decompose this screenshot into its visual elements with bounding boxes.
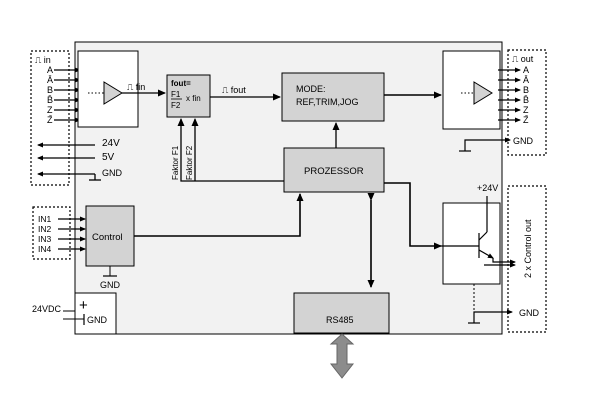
output-pin-label: Ā [523, 75, 529, 85]
input-connector [30, 50, 70, 186]
control-out-driver-block [442, 202, 501, 285]
input-pin-label: B [47, 85, 53, 95]
supply-plus: + [79, 297, 88, 314]
rs485-bus-arrow [329, 333, 355, 379]
faktor-wires [177, 118, 284, 182]
control-input-label: IN3 [38, 234, 52, 244]
control-input-label: IN4 [38, 244, 52, 254]
input-pin-label: A [47, 65, 53, 75]
input-pin-label: Z [47, 105, 53, 115]
supply-label: 24VDC [32, 304, 62, 314]
control-label: Control [92, 232, 123, 243]
control-block [85, 205, 135, 267]
power-5v-label: 5V [102, 152, 115, 163]
rs485-block [293, 292, 390, 334]
supply-block [74, 292, 117, 335]
control-out-label: 2 x Control out [523, 219, 533, 278]
output-pin-label: A [523, 65, 529, 75]
faktor-f1-label: Faktor F1 [171, 145, 180, 180]
processor-block [283, 147, 385, 193]
output-connector-label: ⎍ out [512, 54, 534, 64]
control-gnd-label: GND [100, 280, 121, 290]
output-pin-wires [498, 67, 521, 123]
output-pin-label: Z [523, 105, 529, 115]
output-pin-label: Z̄ [523, 115, 529, 125]
multiplier-f2-label: F2 [171, 101, 181, 110]
output-gnd-label: GND [513, 136, 534, 146]
input-pins: A Ā B B̄ Z Z̄ [47, 65, 53, 125]
control-input-label: IN2 [38, 224, 52, 234]
power-wires [37, 142, 101, 181]
input-amplifier-icon [103, 81, 123, 105]
output-pin-label: B̄ [523, 95, 529, 105]
transistor-icon [441, 196, 494, 259]
input-pin-label: Z̄ [47, 115, 53, 125]
rs485-label: RS485 [326, 315, 354, 325]
control-out-v24-label: +24V [477, 183, 498, 193]
multiplier-fin-label: x fin [186, 94, 201, 103]
input-connector-label: ⎍ in [35, 55, 51, 65]
control-out-gnd-label: GND [519, 308, 540, 318]
fin-label: ⎍ fin [127, 82, 145, 92]
mode-title: MODE: [296, 84, 326, 94]
control-out-connector [507, 185, 547, 333]
power-gnd-label: GND [102, 168, 123, 178]
faktor-f2-label: Faktor F2 [185, 145, 194, 180]
fout-label: ⎍ fout [222, 85, 246, 95]
multiplier-formula-label: fout= [171, 79, 191, 88]
input-pin-label: Ā [47, 75, 53, 85]
processor-label: PROZESSOR [304, 166, 364, 177]
output-amplifier-icon [473, 81, 493, 105]
output-driver-block [442, 50, 501, 130]
output-connector [507, 49, 547, 156]
control-input-wires [58, 216, 86, 252]
input-pin-wires [54, 67, 81, 123]
power-24v-label: 24V [102, 138, 120, 149]
multiplier-f1-label: F1 [171, 90, 181, 99]
mode-block [281, 72, 385, 122]
control-input-label: IN1 [38, 214, 52, 224]
multiplier-block [166, 74, 211, 118]
control-input-connector [32, 206, 71, 260]
supply-gnd-label: GND [87, 315, 108, 325]
mode-options: REF,TRIM,JOG [296, 97, 359, 107]
output-pin-label: B [523, 85, 529, 95]
input-pin-label: B̄ [47, 95, 53, 105]
